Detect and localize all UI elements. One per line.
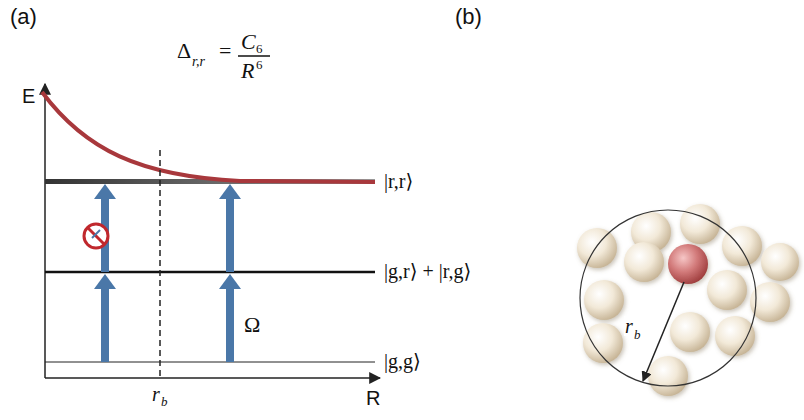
distance-axis — [45, 377, 380, 379]
blockade-sphere — [580, 210, 756, 386]
axis-label: E — [22, 86, 35, 106]
rabi-frequency: Ω — [244, 314, 260, 336]
state-label: |g,g⟩ — [384, 351, 421, 371]
ground-level — [45, 362, 375, 363]
subscript: b — [161, 395, 168, 408]
subscript: 6 — [256, 42, 263, 55]
blockade-radius-line — [159, 150, 161, 378]
excitation-arrows-right — [219, 184, 241, 362]
delta-symbol: Δ — [177, 40, 191, 62]
radius-arrow — [643, 282, 684, 381]
state-label: |g,r⟩ + |r,g⟩ — [384, 261, 471, 281]
radius-symbol: r — [152, 384, 160, 404]
subscript: b — [633, 328, 642, 341]
superscript: 6 — [256, 58, 263, 71]
equals-sign: = — [219, 40, 231, 62]
axis-label: R — [366, 388, 380, 408]
excitation-arrows-left — [94, 184, 116, 362]
state-label: |r,r⟩ — [384, 171, 413, 191]
fraction-bar — [238, 55, 270, 57]
interaction-curve — [42, 92, 375, 182]
ground-atoms — [577, 204, 799, 396]
denominator-symbol: R — [241, 60, 254, 82]
single-excitation-level — [45, 271, 375, 274]
panel-letter: (a) — [10, 6, 37, 28]
energy-axis — [44, 84, 46, 378]
forbidden-sign — [84, 224, 108, 248]
panel-letter: (b) — [455, 6, 482, 28]
numerator-symbol: C — [241, 31, 256, 53]
rydberg-atom — [668, 244, 708, 284]
subscript: r,r — [192, 55, 205, 69]
